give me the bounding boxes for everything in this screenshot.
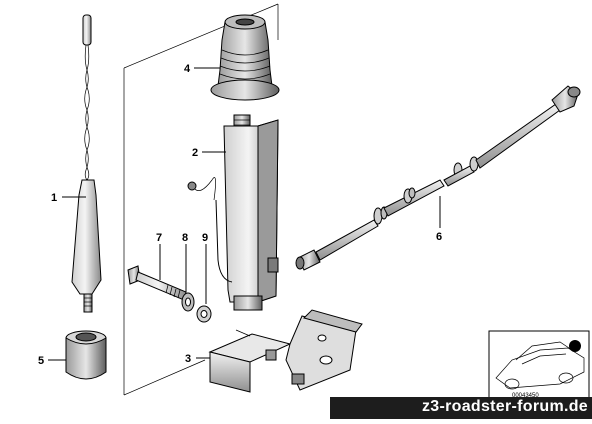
catalog-number: 00043450	[512, 393, 539, 399]
rod-antenna-part	[71, 14, 102, 313]
callout-5: 5	[38, 355, 44, 367]
assembly-outline	[123, 3, 279, 396]
antenna-housing-part	[187, 114, 279, 311]
callout-7: 7	[156, 232, 162, 244]
mounting-bracket-part	[208, 309, 363, 393]
callout-4: 4	[184, 63, 191, 75]
callout-6: 6	[436, 231, 442, 243]
callout-8: 8	[182, 232, 188, 244]
washer-part	[181, 292, 195, 312]
watermark-text: z3-roadster-forum.de	[421, 398, 588, 415]
grommet-part	[65, 330, 107, 380]
callout-9: 9	[202, 232, 208, 244]
vehicle-thumbnail: 00043450	[488, 330, 590, 400]
callout-2: 2	[192, 147, 198, 159]
nut-part	[196, 305, 212, 323]
watermark-bar: z3-roadster-forum.de	[330, 397, 592, 419]
antenna-cable-part	[295, 85, 581, 271]
location-marker-icon	[569, 340, 581, 352]
leader-lines	[48, 67, 441, 361]
callout-3: 3	[185, 353, 191, 365]
callout-1: 1	[51, 192, 57, 204]
rubber-boot-part	[210, 14, 280, 101]
callouts: 1 2 3 4 5 6 7 8 9	[38, 63, 442, 367]
bolt-part	[127, 265, 187, 301]
